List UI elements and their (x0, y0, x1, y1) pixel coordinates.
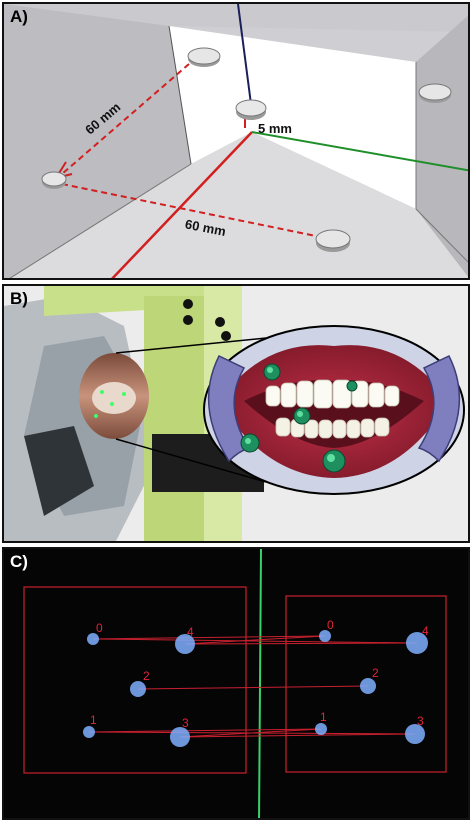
marker-blob (175, 634, 195, 654)
edge-line (168, 25, 192, 165)
suspension-wire (237, 4, 252, 105)
green-axis (251, 131, 468, 172)
panel-a-label: A) (10, 7, 28, 26)
left-wall-shade (4, 4, 191, 278)
marker-disc (235, 99, 267, 120)
edge-line (415, 208, 468, 263)
marker-sphere (293, 407, 311, 425)
bolt-icon (183, 315, 193, 325)
marker-blob (405, 724, 425, 744)
marker-dot (100, 390, 104, 394)
correspondence-lines (88, 635, 418, 738)
marker-blob (170, 727, 190, 747)
marker-blob (319, 630, 331, 642)
marker-id-label: 3 (417, 714, 424, 728)
horizontal-dim-line (61, 183, 317, 237)
panel-b: B) (2, 284, 470, 543)
marker-sphere (240, 433, 260, 453)
frame-post (144, 296, 212, 541)
panel-c: C) 0 4 2 1 (2, 547, 470, 820)
right-bounding-box (285, 595, 447, 773)
marker-blob (315, 723, 327, 735)
floor (10, 132, 468, 278)
marker-blob (130, 681, 146, 697)
marker-sphere (346, 380, 358, 392)
panel-b-label: B) (10, 289, 28, 308)
lower-teeth (275, 417, 390, 439)
bolt-icon (183, 299, 193, 309)
marker-id-label: 0 (327, 618, 334, 632)
marker-id-label: 2 (143, 669, 150, 683)
panel-c-label: C) (10, 552, 28, 571)
mouth-photo-teeth (92, 382, 136, 414)
marker-id-label: 4 (187, 625, 194, 639)
red-axis (111, 131, 253, 278)
panel-a: A) (2, 2, 470, 280)
right-wall (416, 15, 468, 277)
marker-id-label: 1 (320, 710, 327, 724)
panel-c-image: 0 4 2 1 3 0 4 2 1 3 (23, 549, 447, 818)
top-wall (4, 4, 468, 32)
back-wall (169, 26, 416, 209)
cheek-retractor-left (207, 355, 251, 463)
marker-id-label: 3 (182, 716, 189, 730)
bolt-icon (221, 331, 231, 341)
marker-blob (406, 632, 428, 654)
marker-disc (315, 229, 351, 252)
marker-sphere (322, 449, 346, 473)
marker-blob (83, 726, 95, 738)
panel-b-photo (4, 286, 468, 541)
marker-disc (187, 47, 221, 67)
marker-blob (87, 633, 99, 645)
upper-teeth (265, 379, 400, 409)
dark-fold (24, 426, 94, 516)
zoom-line (115, 438, 267, 483)
marker-disc (41, 171, 67, 189)
center-line (258, 549, 262, 818)
marker-blob (360, 678, 376, 694)
bolt-icon (215, 317, 225, 327)
marker-dot (110, 402, 114, 406)
marker-disc (418, 83, 452, 103)
marker-sphere (263, 363, 281, 381)
marker-id-label: 0 (96, 621, 103, 635)
marker-id-label: 2 (372, 666, 379, 680)
marker-dot (122, 392, 126, 396)
dim-label-vertical: 5 mm (258, 121, 292, 136)
panel-a-diagram: 60 mm 5 mm 60 mm (4, 4, 468, 278)
edge-line (9, 163, 192, 278)
cheek-retractor-right (417, 355, 461, 463)
marker-id-label: 1 (90, 713, 97, 727)
marker-id-label: 4 (422, 624, 429, 638)
diag-dim-line (61, 63, 190, 175)
marker-dot (94, 414, 98, 418)
left-bounding-box (23, 586, 247, 774)
zoom-line (115, 337, 267, 354)
